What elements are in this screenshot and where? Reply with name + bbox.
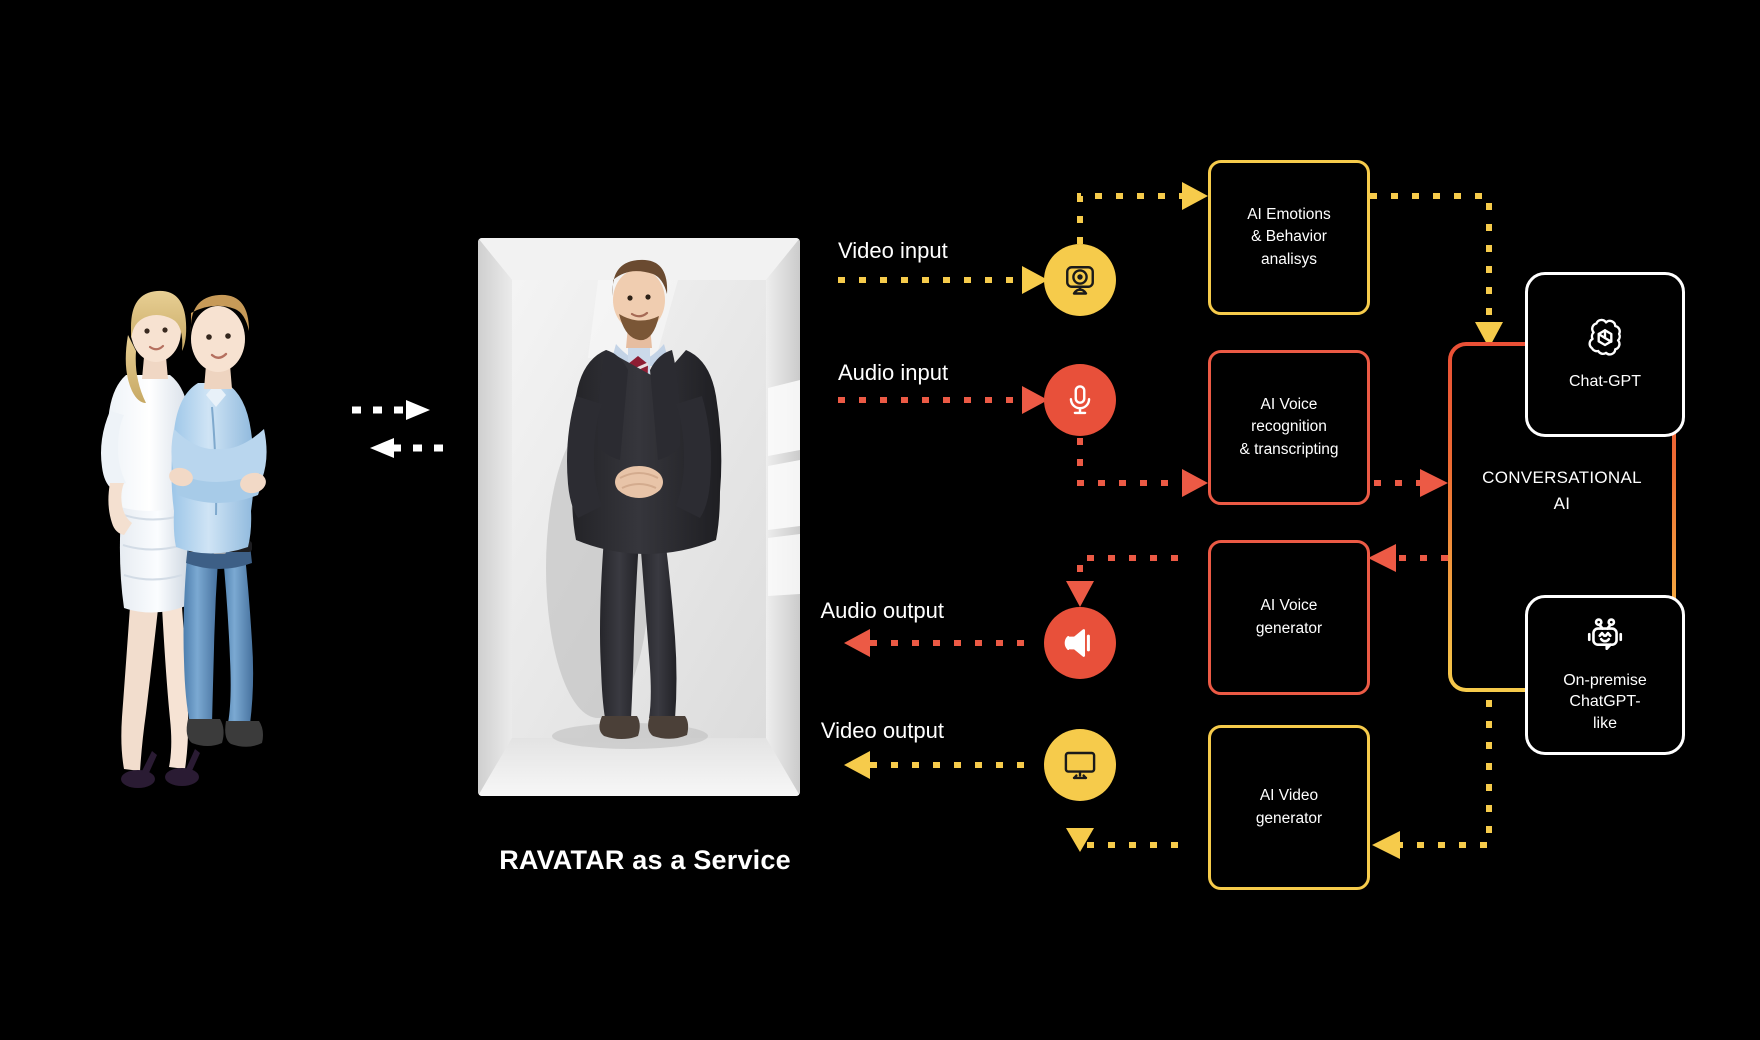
exchange-arrows — [350, 398, 450, 468]
line-2: & Behavior — [1251, 228, 1327, 246]
flow-audio-input — [838, 386, 1048, 414]
line-3: & transcripting — [1239, 440, 1339, 458]
audio-output-badge[interactable] — [1044, 607, 1116, 679]
line-2: generator — [1255, 809, 1323, 827]
line-1: AI Video — [1259, 787, 1319, 805]
flow-video-generator-to-monitor — [1066, 828, 1178, 852]
process-box-ai-voice-recognition-label: AI Voice recognition & transcripting — [1239, 394, 1338, 461]
flow-conversational-ai-to-voice-generator — [1368, 544, 1448, 572]
label-video-input: Video input — [838, 238, 948, 263]
microphone-icon — [1069, 385, 1091, 415]
process-box-ai-emotions[interactable]: AI Emotions & Behavior analisys — [1208, 160, 1370, 315]
flow-video-output — [844, 751, 1024, 779]
page-title: RAVATAR as a Service — [499, 845, 791, 875]
process-box-ai-voice-generator-label: AI Voice generator — [1256, 595, 1322, 640]
line-1: AI Voice — [1260, 597, 1318, 615]
flow-conversational-ai-to-video-generator — [1372, 700, 1492, 859]
line-1: On-premise — [1563, 671, 1647, 689]
process-box-ai-emotions-label: AI Emotions & Behavior analisys — [1247, 204, 1331, 271]
line-2: generator — [1255, 619, 1323, 637]
conversational-ai-label: CONVERSATIONAL AI — [1448, 465, 1676, 516]
flow-audio-in-to-voice-recognition — [1077, 438, 1208, 497]
process-box-ai-video-generator-label: AI Video generator — [1256, 785, 1322, 830]
webcam-icon — [1066, 266, 1094, 295]
avatar-booth-illustration — [478, 238, 800, 796]
people-photo — [70, 215, 330, 795]
model-card-chat-gpt-label: Chat-GPT — [1568, 372, 1641, 390]
line-3: analisys — [1261, 250, 1317, 268]
flow-voice-generator-to-speaker — [1066, 555, 1178, 607]
line-2: AI — [1553, 493, 1571, 513]
people-photo-illustration — [101, 290, 267, 788]
flow-video-input — [838, 266, 1048, 294]
model-card-chat-gpt[interactable]: Chat-GPT — [1525, 272, 1685, 437]
line-2: ChatGPT- — [1569, 693, 1641, 711]
label-audio-input: Audio input — [838, 360, 949, 385]
robot-icon — [1587, 617, 1623, 650]
line-1: AI Emotions — [1247, 205, 1331, 223]
line-1: CONVERSATIONAL — [1482, 468, 1642, 487]
process-box-ai-voice-generator[interactable]: AI Voice generator — [1208, 540, 1370, 695]
speaker-icon — [1064, 629, 1090, 657]
label-video-output: Video output — [820, 718, 944, 743]
flow-audio-output — [844, 629, 1024, 657]
dashed-arrow-left-icon — [370, 438, 448, 458]
flow-video-in-to-emotions — [1077, 182, 1208, 244]
process-box-ai-voice-recognition[interactable]: AI Voice recognition & transcripting — [1208, 350, 1370, 505]
model-card-on-premise[interactable]: On-premise ChatGPT- like — [1525, 595, 1685, 755]
line-3: like — [1592, 714, 1617, 732]
label-audio-output: Audio output — [820, 598, 944, 623]
model-card-on-premise-label: On-premise ChatGPT- like — [1563, 670, 1647, 735]
video-input-badge[interactable] — [1044, 244, 1116, 316]
flow-voice-recognition-to-conversational-ai — [1374, 469, 1448, 497]
dashed-arrow-right-icon — [352, 400, 430, 420]
line-1: AI Voice — [1260, 395, 1318, 413]
flow-emotions-to-conversational-ai — [1370, 193, 1503, 348]
process-box-ai-video-generator[interactable]: AI Video generator — [1208, 725, 1370, 890]
audio-input-badge[interactable] — [1044, 364, 1116, 436]
monitor-icon — [1064, 751, 1096, 780]
avatar-booth-photo — [478, 238, 800, 796]
video-output-badge[interactable] — [1044, 729, 1116, 801]
openai-logo-icon — [1588, 318, 1621, 356]
line-2: recognition — [1251, 418, 1327, 436]
